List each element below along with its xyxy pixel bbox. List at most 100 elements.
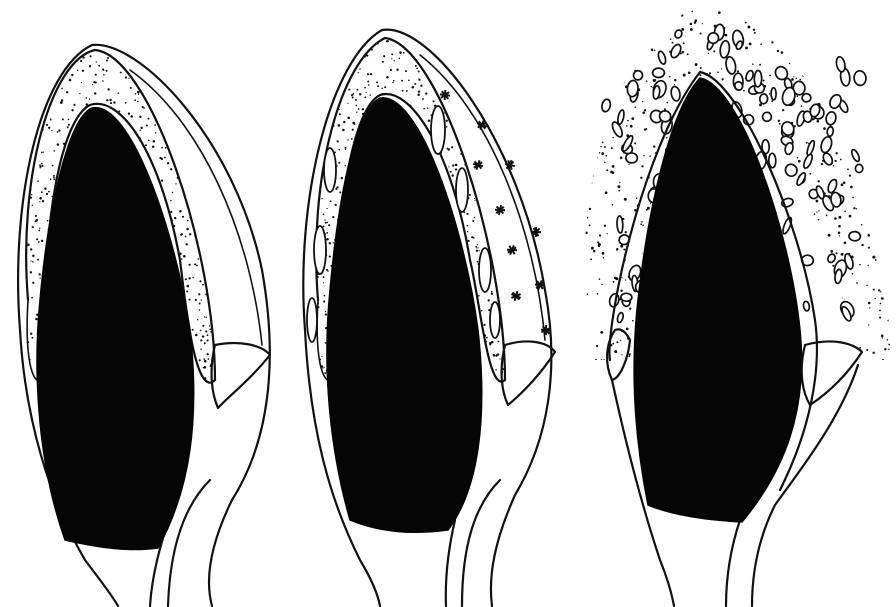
- stipple-dot: [391, 53, 393, 55]
- stipple-dot: [32, 205, 33, 206]
- stipple-dot: [32, 77, 33, 78]
- stipple-dot: [519, 206, 521, 208]
- stipple-dot: [858, 39, 860, 41]
- stipple-dot: [225, 360, 226, 361]
- stipple-dot: [319, 367, 320, 368]
- stipple-dot: [753, 16, 755, 18]
- stipple-dot: [874, 161, 875, 162]
- stipple-dot: [195, 193, 197, 195]
- stipple-dot: [852, 197, 854, 199]
- stipple-dot: [511, 115, 513, 117]
- stipple-dot: [597, 116, 599, 118]
- stipple-dot: [210, 135, 212, 137]
- stipple-dot: [327, 222, 329, 224]
- stipple-dot: [484, 33, 486, 35]
- stipple-dot: [196, 51, 198, 53]
- stipple-dot: [650, 86, 652, 88]
- stipple-dot: [54, 54, 56, 56]
- stipple-dot: [504, 327, 506, 329]
- stipple-dot: [38, 74, 39, 75]
- stipple-dot: [472, 46, 474, 48]
- stipple-dot: [769, 186, 770, 187]
- stipple-dot: [652, 38, 653, 39]
- stipple-dot: [868, 247, 870, 249]
- stipple-dot: [823, 76, 825, 78]
- stipple-dot: [197, 194, 199, 196]
- stipple-dot: [635, 25, 637, 27]
- stipple-dot: [73, 104, 75, 106]
- stipple-dot: [629, 356, 631, 358]
- stipple-dot: [209, 59, 211, 61]
- stipple-dot: [494, 259, 495, 260]
- stipple-dot: [616, 249, 618, 251]
- ring-cell: [745, 70, 755, 82]
- stipple-dot: [354, 62, 356, 64]
- stipple-dot: [326, 269, 328, 271]
- stipple-dot: [518, 359, 520, 361]
- stipple-dot: [453, 58, 455, 60]
- stipple-dot: [480, 145, 483, 148]
- stipple-dot: [429, 140, 431, 142]
- stipple-dot: [138, 81, 140, 83]
- stipple-dot: [471, 65, 473, 67]
- stipple-dot: [891, 89, 893, 91]
- stipple-dot: [186, 291, 188, 293]
- stipple-dot: [604, 146, 606, 148]
- stipple-dot: [598, 68, 600, 70]
- stipple-dot: [40, 167, 41, 168]
- stipple-dot: [169, 98, 170, 99]
- stipple-dot: [18, 118, 20, 120]
- stipple-dot: [821, 163, 823, 165]
- stipple-dot: [31, 391, 33, 393]
- stipple-dot: [474, 200, 475, 201]
- stipple-dot: [48, 191, 50, 193]
- stipple-dot: [56, 48, 58, 50]
- stipple-dot: [478, 157, 480, 159]
- stipple-dot: [836, 13, 837, 14]
- stipple-dot: [496, 150, 497, 151]
- stipple-dot: [229, 381, 230, 382]
- stipple-dot: [216, 256, 218, 258]
- stipple-dot: [872, 352, 874, 354]
- stipple-dot: [808, 216, 810, 218]
- stipple-dot: [198, 154, 200, 156]
- stipple-dot: [453, 71, 455, 73]
- stipple-dot: [852, 273, 854, 275]
- stipple-dot: [319, 53, 321, 55]
- stipple-dot: [627, 120, 629, 122]
- stipple-dot: [767, 182, 770, 185]
- stipple-dot: [860, 152, 863, 155]
- stipple-dot: [591, 90, 592, 91]
- stipple-dot: [476, 247, 477, 248]
- stipple-dot: [58, 60, 60, 62]
- stipple-dot: [873, 232, 874, 233]
- stipple-dot: [769, 75, 771, 77]
- stipple-dot: [713, 50, 715, 52]
- stipple-dot: [158, 97, 160, 99]
- stipple-dot: [136, 40, 138, 42]
- stipple-dot: [500, 72, 502, 74]
- stipple-dot: [27, 74, 29, 76]
- stipple-dot: [338, 149, 340, 151]
- stipple-dot: [220, 118, 222, 120]
- stipple-dot: [356, 105, 358, 107]
- stipple-dot: [833, 359, 835, 361]
- stipple-dot: [599, 39, 601, 41]
- stipple-dot: [197, 319, 198, 320]
- stipple-dot: [32, 255, 34, 257]
- stipple-dot: [498, 265, 500, 267]
- stipple-dot: [506, 76, 508, 78]
- stipple-dot: [90, 55, 92, 57]
- stipple-dot: [330, 62, 332, 64]
- panel-middle: [303, 29, 555, 606]
- stipple-dot: [173, 129, 176, 132]
- stipple-dot: [89, 65, 91, 67]
- stipple-dot: [126, 63, 128, 65]
- stipple-dot: [462, 127, 463, 128]
- stipple-dot: [472, 144, 473, 145]
- stipple-dot: [187, 104, 188, 105]
- stipple-dot: [754, 16, 756, 18]
- stipple-dot: [327, 104, 329, 106]
- stipple-dot: [202, 142, 204, 144]
- stipple-dot: [888, 344, 890, 346]
